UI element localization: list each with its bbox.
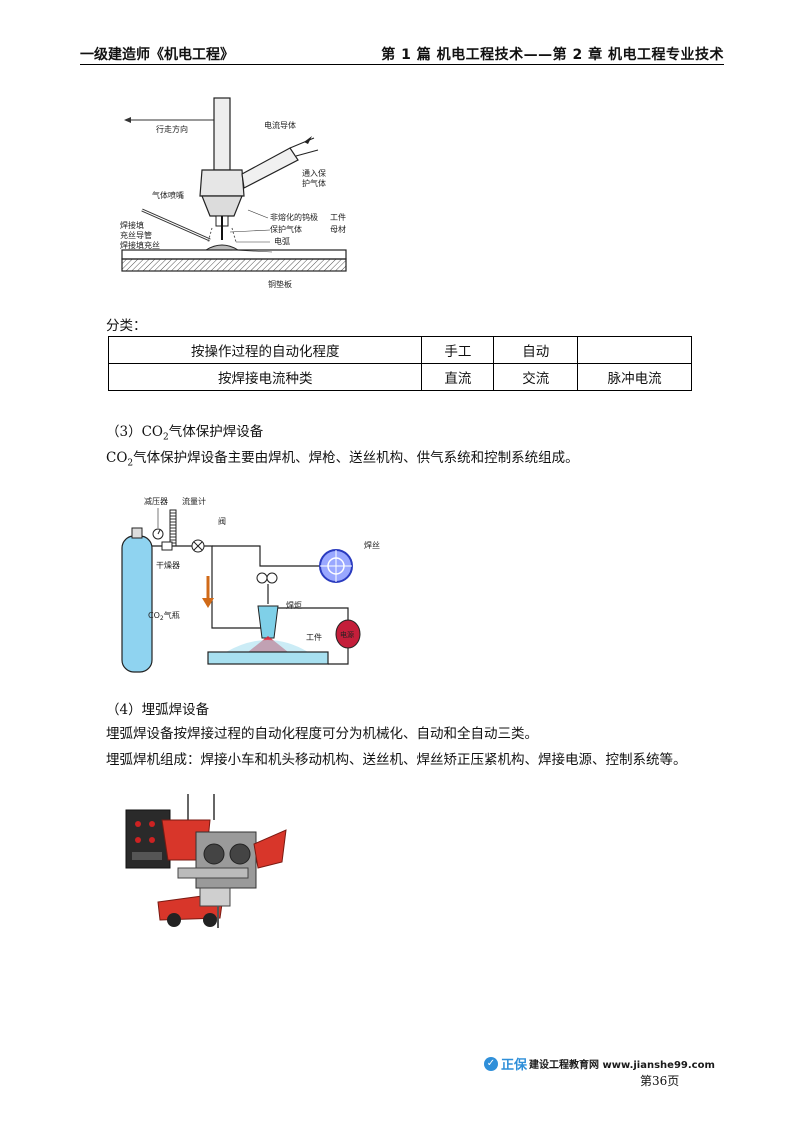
label-arc: 电弧 <box>274 236 290 246</box>
label-shield-gas: 保护气体 <box>270 224 302 234</box>
label-flowmeter: 流量计 <box>182 496 206 506</box>
label-torch: 焊炬 <box>286 600 302 610</box>
classification-table: 按操作过程的自动化程度 手工 自动 按焊接电流种类 直流 交流 脉冲电流 <box>107 336 692 391</box>
label-workpiece-1: 工件 <box>330 212 346 222</box>
label-workpiece: 工件 <box>306 632 322 642</box>
row-label: 按焊接电流种类 <box>107 363 423 391</box>
footer-site: 建设工程教育网 www.jianshe99.com <box>529 1060 715 1071</box>
cell: 手工 <box>421 336 495 364</box>
tig-welding-diagram: 行走方向 电流导体 通入保 护气体 气体喷嘴 焊接填 充丝导管 焊接填充丝 非熔… <box>120 97 347 289</box>
section4-line1: 埋弧焊设备按焊接过程的自动化程度可分为机械化、自动和全自动三类。 <box>106 726 538 742</box>
label-valve: 阀 <box>218 517 226 526</box>
label-cylinder: CO2气瓶 <box>148 610 180 622</box>
label-wire: 焊丝 <box>364 540 380 550</box>
label-regulator: 减压器 <box>144 496 168 506</box>
label-electrode: 非熔化的钨极 <box>270 212 318 222</box>
label-conductor: 电流导体 <box>264 120 296 130</box>
label-direction: 行走方向 <box>156 124 188 134</box>
page-number: 第36页 <box>640 1074 680 1088</box>
logo-icon: ✓ <box>484 1056 498 1071</box>
cell <box>577 336 692 364</box>
section3-heading: （3）CO2气体保护焊设备 <box>106 424 264 443</box>
header-book-title: 一级建造师《机电工程》 <box>80 47 234 63</box>
footer-logo: ✓正保建设工程教育网 www.jianshe99.com <box>484 1054 715 1073</box>
label-workpiece-2: 母材 <box>330 224 346 234</box>
cell: 脉冲电流 <box>577 363 692 391</box>
header-rule <box>80 64 724 65</box>
section4-line2: 埋弧焊机组成：焊接小车和机头移动机构、送丝机、焊丝矫正压紧机构、焊接电源、控制系… <box>106 752 687 768</box>
footer-brand: 正保 <box>501 1058 528 1073</box>
page-header: 一级建造师《机电工程》 第 1 篇 机电工程技术——第 2 章 机电工程专业技术 <box>80 44 724 64</box>
label-backing: 铜垫板 <box>268 279 292 289</box>
co2-cylinder <box>121 535 153 673</box>
table-row: 按焊接电流种类 直流 交流 脉冲电流 <box>107 363 692 391</box>
label-gas-in-2: 护气体 <box>302 178 326 188</box>
co2-welding-diagram: CO2气瓶 减压器 流量计 干燥器 阀 焊丝 焊炬 电源 工件 <box>121 496 380 673</box>
label-filler-2: 充丝导管 <box>120 230 152 240</box>
header-chapter: 第 1 篇 机电工程技术——第 2 章 机电工程专业技术 <box>381 47 724 63</box>
label-power: 电源 <box>340 630 354 639</box>
row-label: 按操作过程的自动化程度 <box>107 336 423 364</box>
classification-caption: 分类： <box>106 318 147 334</box>
label-filler-1: 焊接填 <box>120 220 144 230</box>
cell: 交流 <box>493 363 579 391</box>
cell: 自动 <box>493 336 579 364</box>
table-row: 按操作过程的自动化程度 手工 自动 <box>107 336 692 364</box>
label-dryer: 干燥器 <box>156 561 180 570</box>
label-filler-3: 焊接填充丝 <box>120 240 160 250</box>
submerged-arc-welder-photo <box>125 794 287 928</box>
label-gas-in-1: 通入保 <box>302 168 326 178</box>
section4-heading: （4）埋弧焊设备 <box>106 702 210 718</box>
label-nozzle: 气体喷嘴 <box>152 190 184 200</box>
cell: 直流 <box>421 363 495 391</box>
section3-text: CO2气体保护焊设备主要由焊机、焊枪、送丝机构、供气系统和控制系统组成。 <box>106 450 579 469</box>
